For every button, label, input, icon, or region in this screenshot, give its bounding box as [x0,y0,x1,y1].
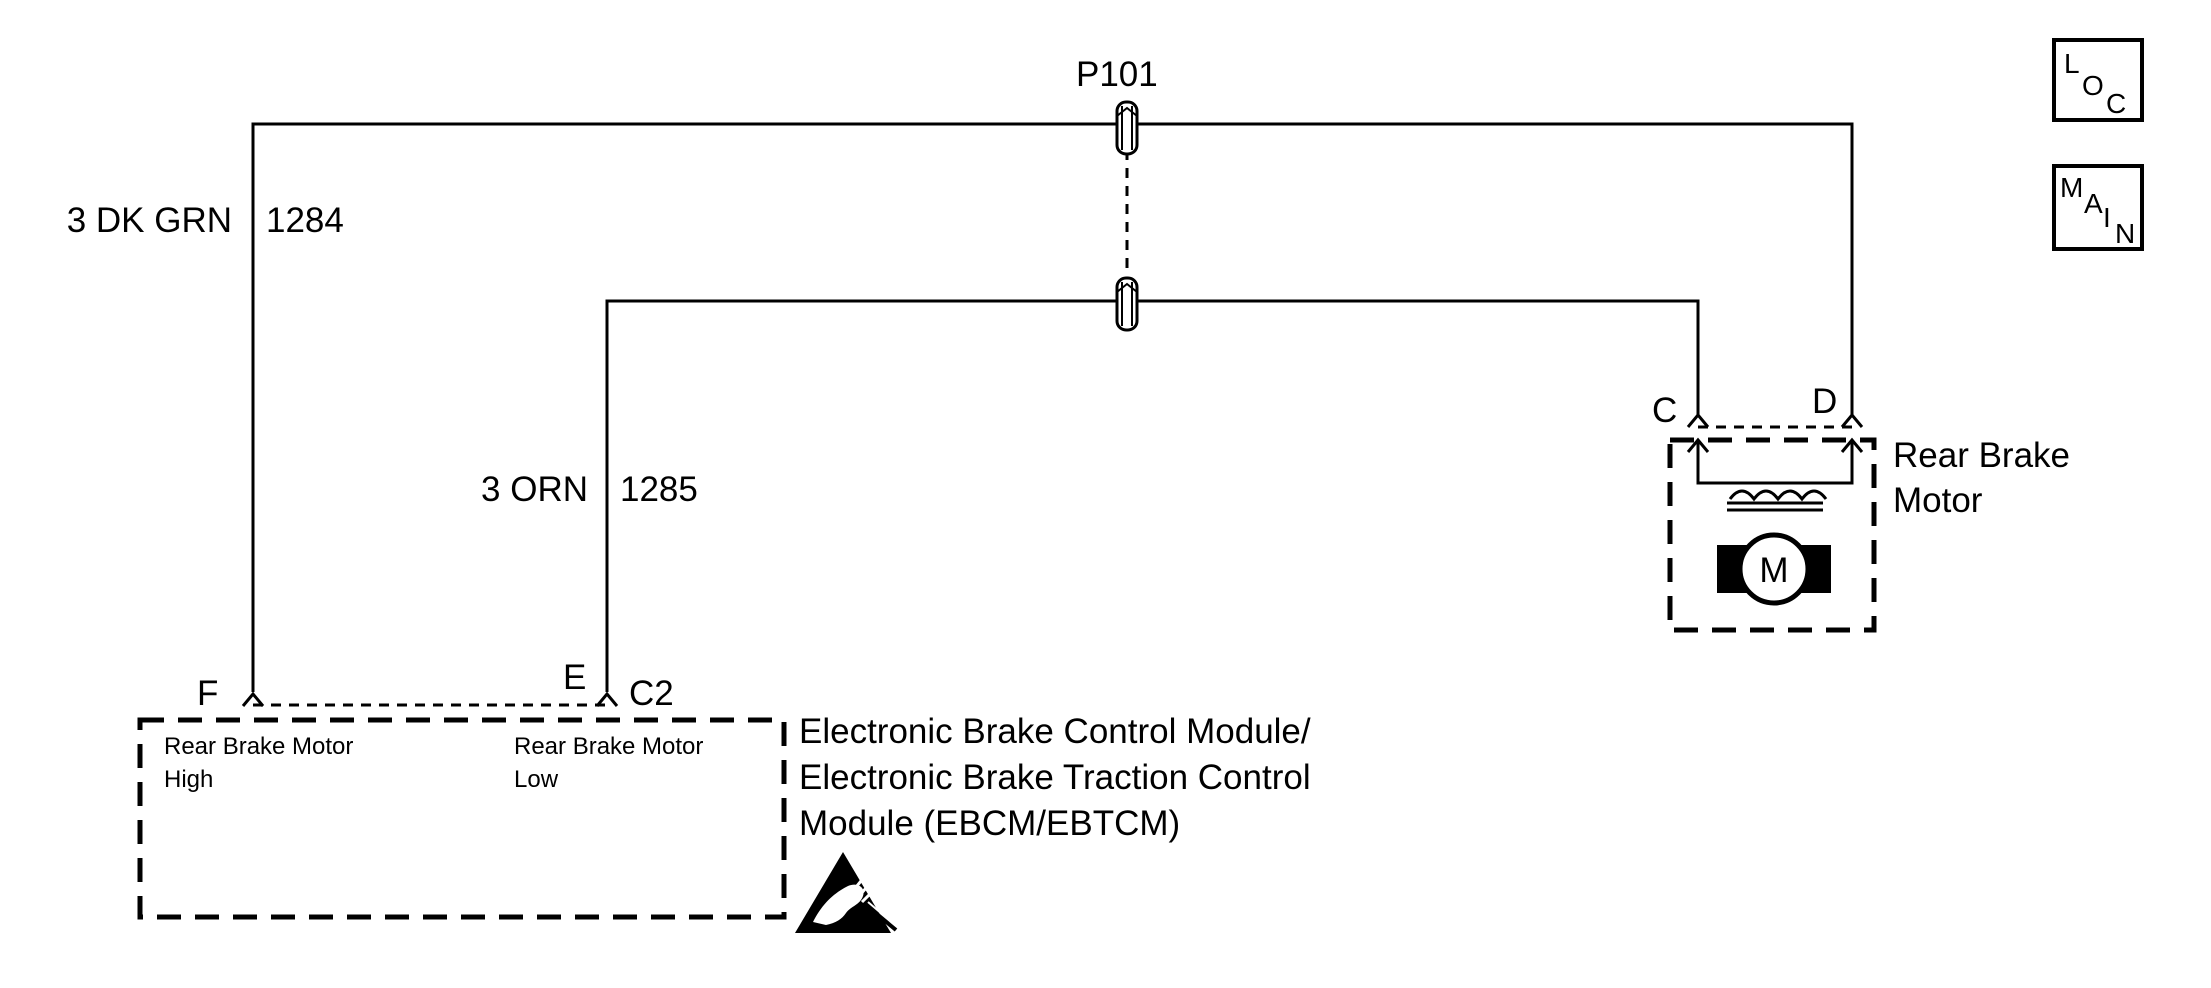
ebcm-module[interactable] [137,691,787,920]
pin-e-terminal[interactable] [595,691,619,707]
pin-f-desc-line1: Rear Brake Motor [164,733,353,760]
module-name-line2: Electronic Brake Traction Control [799,758,1311,797]
pin-d-terminal[interactable] [1840,412,1864,428]
wire-1284-color: 3 DK GRN [67,201,232,240]
wire-1285-color: 3 ORN [481,470,588,509]
pin-e-desc-line1: Rear Brake Motor [514,733,703,760]
pin-c-label: C [1652,391,1677,430]
loc-letter-o: O [2082,70,2104,101]
esd-warning-icon [795,852,898,933]
module-name-line3: Module (EBCM/EBTCM) [799,804,1180,843]
main-letter-n: N [2115,218,2135,249]
loc-letter-l: L [2064,48,2080,79]
pin-d-label: D [1812,382,1837,421]
pin-c-terminal[interactable] [1686,412,1710,428]
pin-f-desc-line2: High [164,766,213,793]
main-letter-i: I [2103,202,2111,233]
motor-symbol: M [1759,551,1788,590]
pin-f-label: F [197,674,218,713]
main-letter-m: M [2060,172,2083,203]
pin-e-desc-line2: Low [514,766,559,793]
wire-1285-circuit: 1285 [620,470,698,509]
main-letter-a: A [2084,188,2103,219]
motor-name-line1: Rear Brake [1893,436,2070,475]
connector-c2-label: C2 [629,674,674,713]
rear-brake-motor[interactable] [1667,412,1877,633]
pin-e-label: E [563,658,586,697]
motor-name-line2: Motor [1893,481,1983,520]
wire-1284[interactable] [251,122,1854,692]
main-button[interactable]: M A I N [2052,164,2144,251]
pin-f-terminal[interactable] [241,691,265,707]
loc-button[interactable]: L O C [2052,38,2144,122]
connector-p101[interactable] [1115,100,1139,332]
loc-letter-c: C [2106,88,2126,119]
connector-p101-label: P101 [1076,55,1158,94]
module-name-line1: Electronic Brake Control Module/ [799,712,1311,751]
wire-1284-circuit: 1284 [266,201,344,240]
wire-1285[interactable] [605,299,1700,692]
